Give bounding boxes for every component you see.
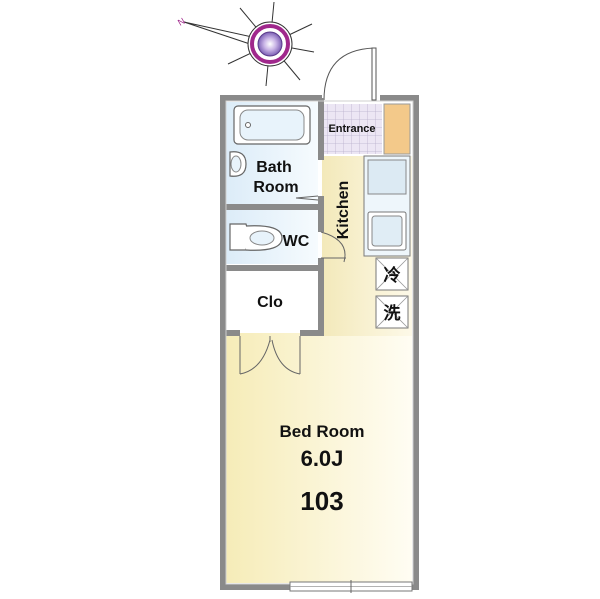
fridge-symbol: 冷 (384, 265, 401, 286)
toilet (229, 223, 283, 251)
entrance-door (323, 47, 377, 101)
kitchen-counter (363, 155, 411, 257)
kitchen-stove (367, 159, 407, 195)
wash-basin (229, 151, 247, 177)
compass-center (257, 31, 283, 57)
wc-label: WC (283, 233, 310, 250)
washer-symbol: 洗 (384, 303, 401, 324)
bedroom-label: Bed Room (280, 422, 365, 441)
washer-space: 洗 (375, 295, 409, 329)
closet-doors (239, 336, 301, 375)
fridge-space: 冷 (375, 257, 409, 291)
closet-floor (226, 272, 318, 330)
bathroom-label-line1: Bath (256, 159, 292, 176)
wc-door (320, 231, 346, 263)
bedroom-window (289, 580, 413, 593)
bathroom-door (295, 195, 319, 201)
bathroom-label-line2: Room (253, 179, 298, 196)
bathtub (233, 105, 311, 145)
closet-label: Clo (257, 294, 283, 311)
shoe-box (383, 103, 411, 155)
bedroom-size: 6.0J (301, 446, 344, 471)
bedroom-floor (226, 333, 412, 583)
unit-number: 103 (300, 486, 343, 516)
compass-north-label: N (176, 16, 187, 28)
entrance-label: Entrance (328, 123, 375, 135)
kitchen-label: Kitchen (335, 181, 352, 240)
compass: N (176, 1, 315, 87)
compass-ring-inner (250, 24, 290, 64)
entrance-floor (322, 104, 382, 154)
